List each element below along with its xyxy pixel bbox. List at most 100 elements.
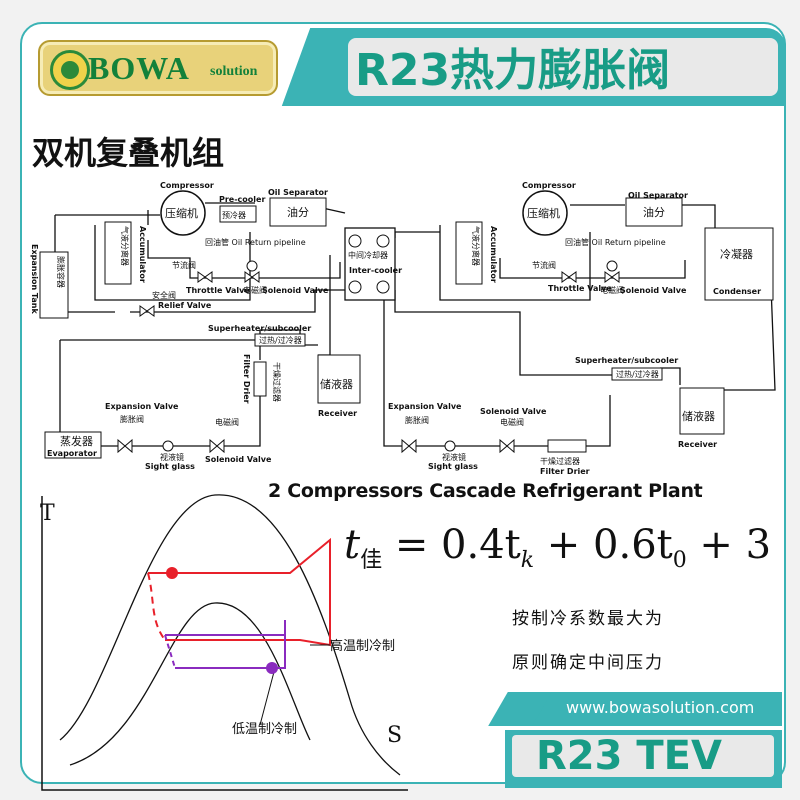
low-temp-cycle xyxy=(165,620,286,669)
high-temp-label: 高温制冷制 xyxy=(330,638,395,654)
left-solenoid-top-cn: 电磁阀 xyxy=(243,285,267,295)
inter-cooler-port-icon xyxy=(348,280,362,294)
page-title: R23热力膨胀阀 xyxy=(355,45,671,96)
left-evaporator xyxy=(44,431,102,459)
right-superheater-cn: 过热/过冷器 xyxy=(616,369,659,379)
left-solenoid-valve-icon xyxy=(244,271,260,283)
left-throttle-cn: 节流阀 xyxy=(172,260,196,270)
left-solenoid-top-en: Solenoid Valve xyxy=(262,286,329,295)
url-banner xyxy=(520,692,782,726)
right-expansion-valve-icon xyxy=(401,438,417,454)
left-evaporator-en: Evaporator xyxy=(47,449,97,458)
content-panel xyxy=(20,22,786,784)
right-throttle-cn: 节流阀 xyxy=(532,260,556,270)
saturation-dome-low xyxy=(69,602,311,766)
right-solenoid-top-en: Solenoid Valve xyxy=(620,286,687,295)
left-solenoid-coil-icon xyxy=(246,260,258,272)
right-receiver xyxy=(679,387,725,435)
website-url[interactable]: www.bowasolution.com xyxy=(566,698,755,717)
saturation-dome-high xyxy=(59,494,401,776)
left-filter-drier xyxy=(253,361,267,397)
right-superheater xyxy=(611,367,663,381)
right-condenser-en: Condenser xyxy=(713,287,761,296)
formula-sub-0: 0 xyxy=(672,548,687,573)
left-solenoid-bottom-icon xyxy=(209,438,225,454)
right-accumulator-en: Accumulator xyxy=(489,226,498,283)
left-compressor-cn: 压缩机 xyxy=(165,206,198,220)
optimal-temperature-formula: t佳 = 0.4tk + 0.6t0 + 3 xyxy=(344,522,771,574)
right-solenoid-bottom-en: Solenoid Valve xyxy=(480,407,547,416)
low-temp-throttle xyxy=(164,634,176,669)
high-temp-cycle xyxy=(148,537,331,647)
right-compressor-cn: 压缩机 xyxy=(527,206,560,220)
left-expansion-valve-icon xyxy=(117,438,133,454)
left-relief-cn: 安全阀 xyxy=(152,290,176,300)
right-expansion-en: Expansion Valve xyxy=(388,402,462,411)
left-receiver xyxy=(317,354,361,404)
right-oil-separator-cn: 油分 xyxy=(643,205,665,219)
axis-t-label: T xyxy=(40,501,55,526)
logo-emblem-icon xyxy=(50,50,90,90)
left-accumulator xyxy=(104,221,132,285)
left-oil-separator-en: Oil Separator xyxy=(268,188,328,197)
right-expansion-cn: 膨胀阀 xyxy=(405,415,429,425)
left-receiver-cn: 储液器 xyxy=(320,377,353,391)
left-evaporator-cn: 蒸发器 xyxy=(60,434,93,448)
left-superheater-en: Superheater/subcooler xyxy=(208,324,311,333)
product-name: R23 TEV xyxy=(536,733,722,779)
pipe xyxy=(45,340,61,441)
left-receiver-en: Receiver xyxy=(318,409,357,418)
right-sight-en: Sight glass xyxy=(428,462,478,471)
inter-cooler-port-icon xyxy=(376,234,390,248)
left-relief-valve-icon xyxy=(139,305,155,317)
pipe xyxy=(394,231,440,238)
formula-rhs-mid: + 0.6t xyxy=(534,522,673,568)
formula-rhs-end: + 3 xyxy=(686,522,772,568)
pipe xyxy=(318,255,331,356)
logo-subtext: solution xyxy=(210,64,258,79)
right-solenoid-coil-icon xyxy=(606,260,618,272)
right-compressor-en: Compressor xyxy=(522,181,576,190)
right-throttle-en: Throttle Valve xyxy=(548,284,612,293)
diagram-title: 双机复叠机组 xyxy=(32,134,225,172)
low-label-leader xyxy=(259,667,276,726)
right-sight-glass-icon xyxy=(444,440,456,452)
high-temp-point xyxy=(166,567,178,579)
axis-s-label: S xyxy=(387,723,402,748)
right-oil-return: 回油管 Oil Return pipeline xyxy=(565,237,666,247)
pipe xyxy=(383,300,611,447)
left-accumulator-cn: 气液分离器 xyxy=(120,226,130,266)
left-solenoid-bottom-cn: 电磁阀 xyxy=(215,417,239,427)
left-precooler-en: Pre-cooler xyxy=(219,195,265,204)
bowa-logo: BOWA solution xyxy=(38,40,278,96)
left-expansion-cn: 膨胀阀 xyxy=(120,414,144,424)
pipe xyxy=(100,395,261,447)
right-superheater-en: Superheater/subcooler xyxy=(575,356,678,365)
high-temp-throttle xyxy=(147,572,166,641)
left-throttle-en: Throttle Valve xyxy=(186,286,250,295)
pipe xyxy=(720,259,776,391)
left-oil-separator xyxy=(269,197,327,227)
right-accumulator xyxy=(455,221,483,285)
left-superheater-cn: 过热/过冷器 xyxy=(259,335,302,345)
left-compressor-en: Compressor xyxy=(160,181,214,190)
right-compressor-icon xyxy=(522,190,568,236)
right-filter-en: Filter Drier xyxy=(540,467,590,476)
right-filter-cn: 干燥过滤器 xyxy=(540,456,580,466)
low-temp-point xyxy=(266,662,278,674)
inter-cooler-en: Inter-cooler xyxy=(349,266,402,275)
pipe xyxy=(670,204,716,228)
formula-note-line2: 原则确定中间压力 xyxy=(512,653,664,673)
pipe xyxy=(499,258,686,279)
left-expansion-tank-cn: 膨胀容器 xyxy=(56,256,66,288)
right-solenoid-top-cn: 电磁阀 xyxy=(600,285,624,295)
left-sight-en: Sight glass xyxy=(145,462,195,471)
left-filter-cn: 干燥过滤器 xyxy=(272,362,282,402)
left-sight-glass-icon xyxy=(162,440,174,452)
left-precooler xyxy=(219,205,257,223)
left-oil-separator-cn: 油分 xyxy=(287,205,309,219)
pipe xyxy=(147,240,341,279)
left-compressor-icon xyxy=(160,190,206,236)
pipe xyxy=(439,225,591,301)
